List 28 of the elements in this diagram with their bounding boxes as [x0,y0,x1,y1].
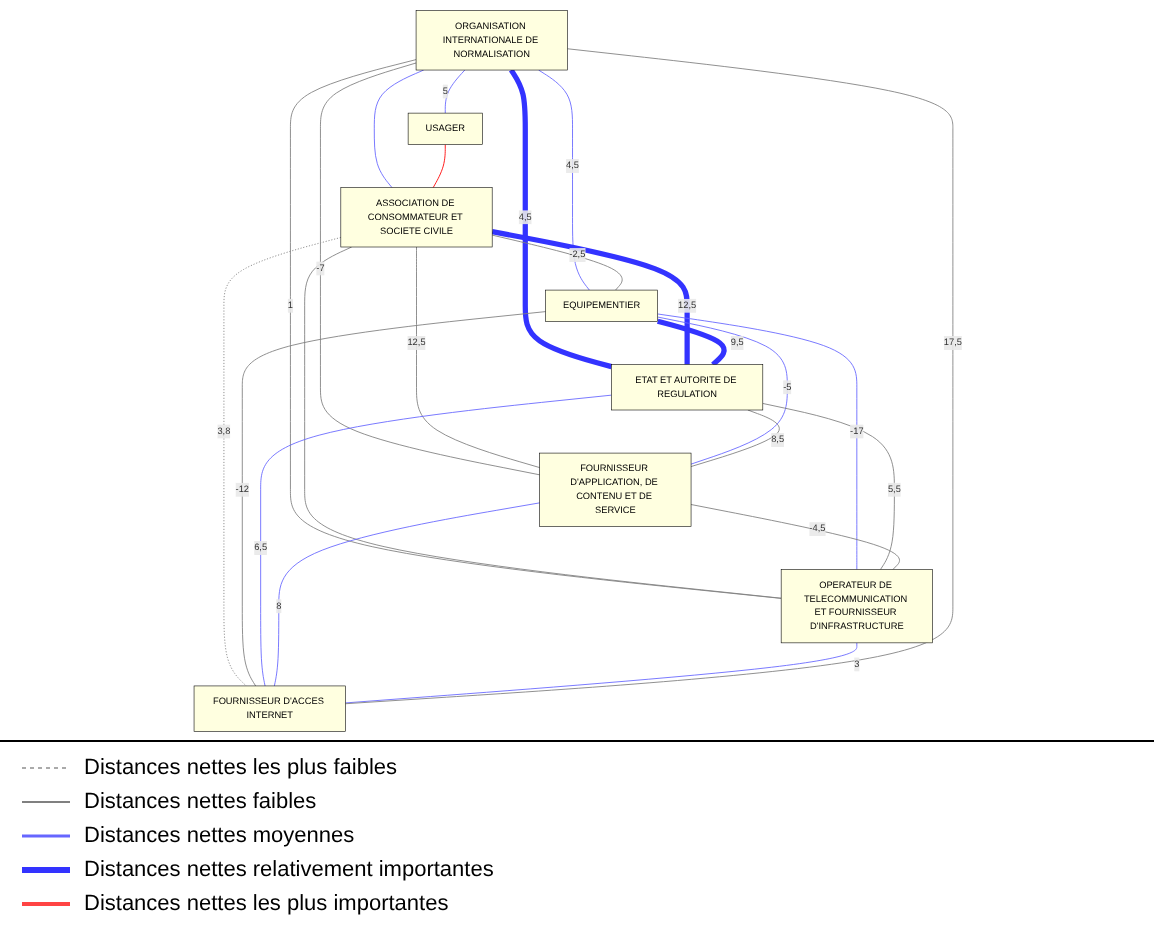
connector [656,315,787,464]
connector [303,245,781,598]
connector [490,233,622,290]
connector [372,68,424,188]
connector [343,47,953,704]
connector [259,393,611,686]
connector [689,408,779,466]
connector [343,641,857,703]
connector [289,58,781,598]
connector [272,501,540,686]
connector [490,228,689,364]
connector [415,245,540,468]
legend-text: Distances nettes moyennes [84,823,355,847]
legend-text: Distances nettes relativement importantes [84,857,494,881]
connector [656,317,726,366]
legend-text: Distances nettes faibles [84,789,317,813]
connector [319,61,540,475]
connector [508,67,612,369]
connector [431,143,445,188]
connector [656,312,857,569]
connector [689,503,899,569]
legend-text: Distances nettes les plus importantes [84,891,449,915]
connector [443,68,465,113]
connector [761,402,894,569]
connector [240,310,546,686]
legend-text: Distances nettes les plus faibles [84,755,398,779]
connector [222,236,341,686]
connector [537,68,589,290]
